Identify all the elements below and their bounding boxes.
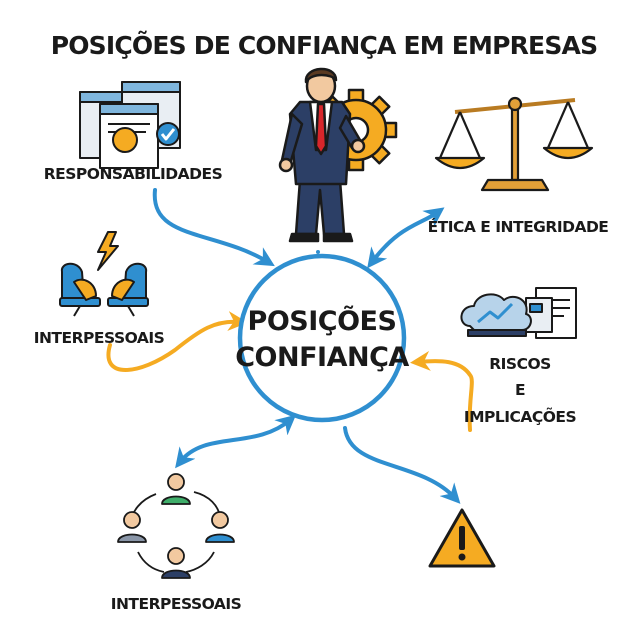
- page-title: POSIÇÕES DE CONFIANÇA EM EMPRESAS: [51, 30, 598, 60]
- cloud-chart-documents-icon: [460, 287, 577, 339]
- arrow-etica: [367, 207, 445, 269]
- people-cycle-icon: [117, 473, 235, 579]
- documents-checkmark-icon: [79, 81, 181, 169]
- node-label-interpessoais-bottom: INTERPESSOAIS: [111, 595, 242, 613]
- arrow-riscos: [410, 350, 474, 432]
- node-label-responsabilidades: RESPONSABILIDADES: [44, 165, 223, 183]
- center-node: POSIÇÕES CONFIANÇA: [235, 253, 410, 423]
- node-label-etica: ÉTICA E INTEGRIDADE: [428, 217, 609, 236]
- node-label-riscos-line1: RISCOS: [489, 355, 551, 373]
- node-label-riscos-line2: E: [515, 381, 525, 399]
- arrow-responsabilidades: [152, 188, 275, 267]
- conflict-chairs-lightning-icon: [59, 231, 149, 317]
- center-label-line1: POSIÇÕES: [248, 305, 397, 337]
- arrow-interpessoais-bottom: [175, 414, 297, 469]
- warning-triangle-icon: [428, 508, 496, 568]
- businessman-gear-icon: [278, 67, 398, 243]
- node-label-riscos-line3: IMPLICAÇÕES: [464, 407, 577, 426]
- center-label-line2: CONFIANÇA: [235, 342, 409, 373]
- node-label-interpessoais-left: INTERPESSOAIS: [34, 329, 165, 347]
- connector-arrows: [106, 188, 474, 504]
- balance-scale-icon: [434, 96, 594, 192]
- arrow-warning: [343, 426, 461, 504]
- arrow-interpessoais-left: [106, 311, 248, 372]
